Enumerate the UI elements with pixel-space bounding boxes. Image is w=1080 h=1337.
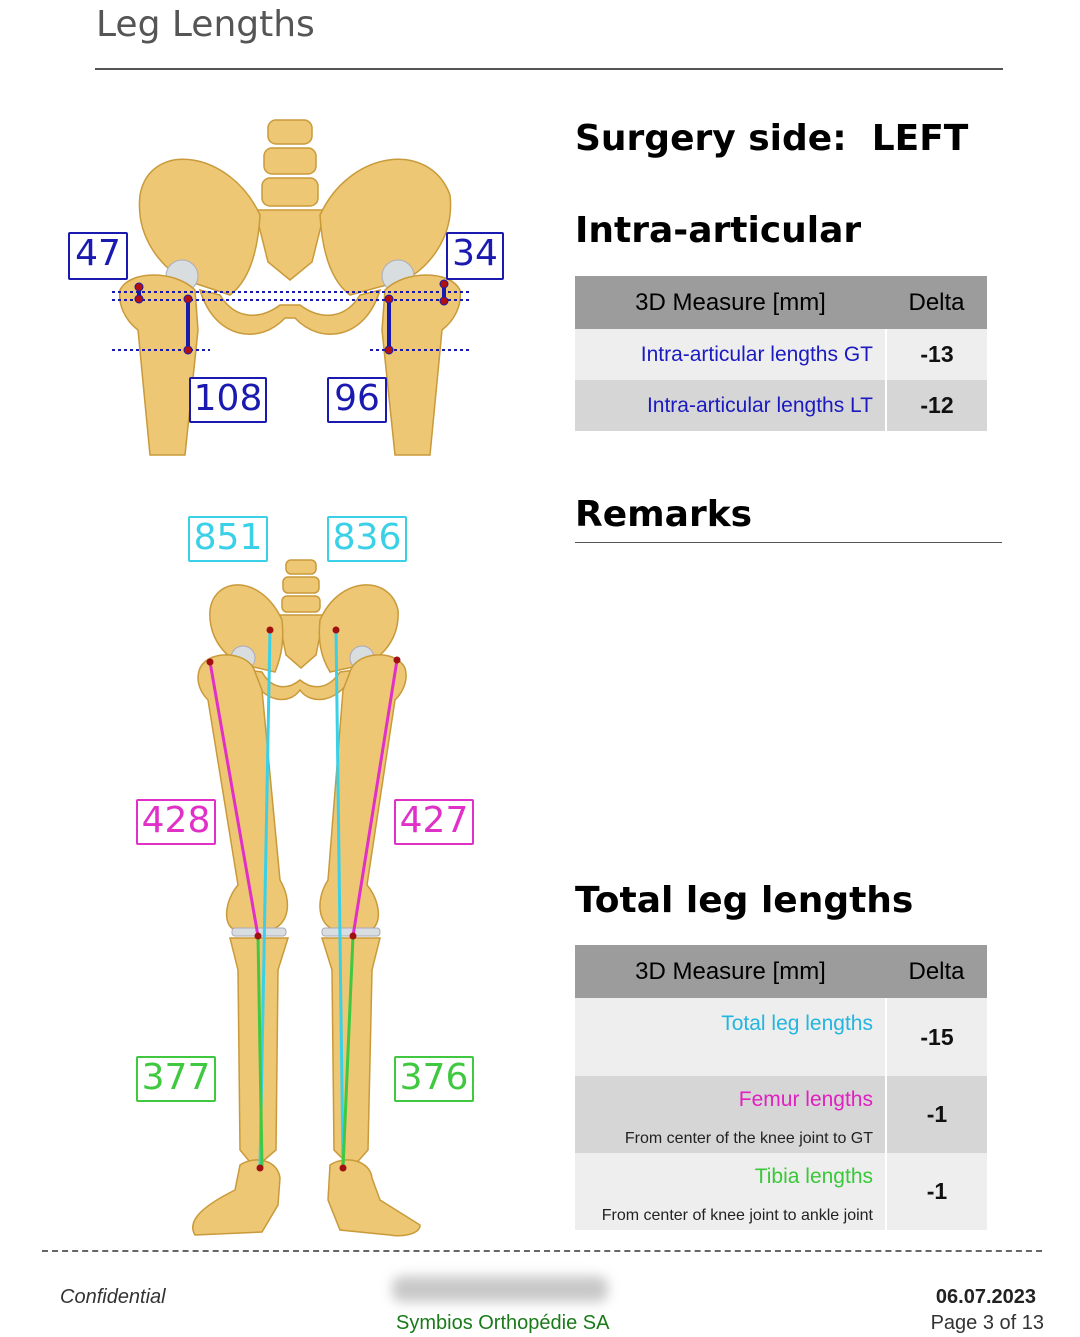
total-left-measure: 836: [327, 516, 407, 562]
table-row: Intra-articular lengths GT -13: [575, 329, 987, 380]
row-sublabel: From center of the knee joint to GT: [624, 1130, 873, 1147]
surgery-side: Surgery side: LEFT: [575, 118, 968, 159]
company-name: Symbios Orthopédie SA: [396, 1312, 610, 1334]
page-title: Leg Lengths: [96, 4, 315, 45]
row-delta: -1: [885, 1076, 987, 1153]
lt-right-measure: 108: [189, 377, 267, 423]
surgery-side-value: LEFT: [871, 118, 969, 159]
table-row: Intra-articular lengths LT -12: [575, 380, 987, 431]
table-row: Total leg lengths -15: [575, 998, 987, 1076]
row-delta: -13: [885, 329, 987, 380]
surgery-side-label: Surgery side:: [575, 118, 847, 159]
pelvis-illustration-upper: [118, 119, 462, 456]
remarks-divider: [575, 542, 1002, 543]
column-header-measure: 3D Measure [mm]: [575, 276, 886, 329]
confidential-label: Confidential: [60, 1286, 166, 1308]
row-label: Total leg lengths: [721, 1012, 873, 1035]
row-label-cell: Tibia lengths From center of knee joint …: [575, 1153, 886, 1230]
row-sublabel: From center of knee joint to ankle joint: [601, 1207, 873, 1224]
anatomy-diagram: .bone { fill: #edc774; stroke: #c99a3a; …: [112, 119, 472, 1237]
pelvis-measure-lines: [112, 279, 472, 355]
report-date: 06.07.2023: [935, 1286, 1036, 1308]
row-label-cell: Femur lengths From center of the knee jo…: [575, 1076, 886, 1153]
total-right-measure: 851: [188, 516, 268, 562]
row-label: Intra-articular lengths LT: [575, 380, 886, 431]
gt-left-measure: 34: [446, 232, 504, 280]
legs-illustration: [192, 559, 421, 1237]
tibia-right-measure: 377: [136, 1056, 216, 1102]
title-divider: [95, 68, 1003, 70]
table-row: Femur lengths From center of the knee jo…: [575, 1076, 987, 1153]
page-number: Page 3 of 13: [930, 1312, 1044, 1334]
row-delta: -15: [885, 998, 987, 1076]
total-leg-lengths-heading: Total leg lengths: [575, 880, 914, 921]
column-header-measure: 3D Measure [mm]: [575, 945, 886, 998]
tibia-left-measure: 376: [394, 1056, 474, 1102]
footer-divider: [42, 1250, 1042, 1252]
intra-articular-heading: Intra-articular: [575, 210, 862, 251]
intra-articular-table: 3D Measure [mm] Delta Intra-articular le…: [575, 276, 987, 431]
table-row: Tibia lengths From center of knee joint …: [575, 1153, 987, 1230]
lt-left-measure: 96: [327, 377, 387, 423]
column-header-delta: Delta: [886, 945, 987, 998]
gt-right-measure: 47: [68, 232, 128, 280]
femur-right-measure: 428: [136, 799, 216, 845]
row-label: Tibia lengths: [754, 1165, 873, 1188]
row-label-cell: Total leg lengths: [575, 998, 886, 1076]
row-label: Femur lengths: [738, 1088, 873, 1111]
row-label: Intra-articular lengths GT: [575, 329, 886, 380]
column-header-delta: Delta: [886, 276, 987, 329]
redacted-text: [392, 1276, 608, 1302]
remarks-heading: Remarks: [575, 494, 753, 535]
row-delta: -12: [885, 380, 987, 431]
total-leg-lengths-table: 3D Measure [mm] Delta Total leg lengths …: [575, 945, 987, 1230]
leg-measure-lines: [206, 626, 401, 1172]
row-delta: -1: [885, 1153, 987, 1230]
femur-left-measure: 427: [394, 799, 474, 845]
